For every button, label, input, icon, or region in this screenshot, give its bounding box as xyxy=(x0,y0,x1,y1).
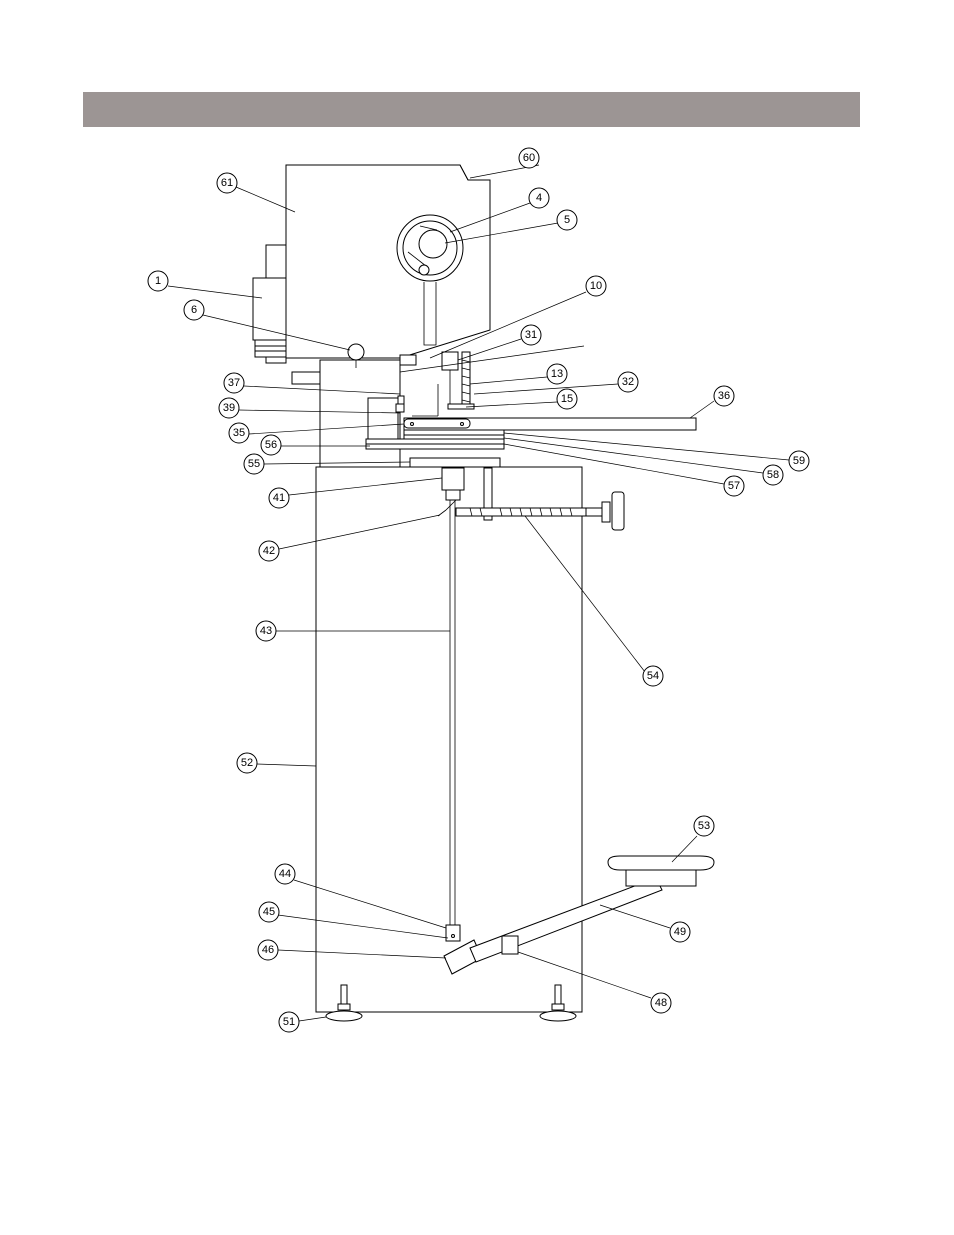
svg-text:58: 58 xyxy=(767,469,779,481)
svg-text:46: 46 xyxy=(262,944,274,956)
callout-37: 37 xyxy=(223,372,245,394)
svg-text:36: 36 xyxy=(718,390,730,402)
svg-text:6: 6 xyxy=(191,304,197,316)
callout-43: 43 xyxy=(255,620,277,642)
callout-5: 5 xyxy=(556,209,578,231)
callout-55: 55 xyxy=(243,453,265,475)
callout-41: 41 xyxy=(268,487,290,509)
svg-text:44: 44 xyxy=(279,868,291,880)
callout-42: 42 xyxy=(258,540,280,562)
svg-text:31: 31 xyxy=(525,329,537,341)
svg-text:1: 1 xyxy=(155,275,161,287)
head-housing xyxy=(285,164,491,366)
svg-text:41: 41 xyxy=(273,492,285,504)
fence-bracket xyxy=(367,395,405,441)
callout-60: 60 xyxy=(518,147,540,169)
svg-text:35: 35 xyxy=(233,427,245,439)
svg-text:53: 53 xyxy=(698,820,710,832)
callout-10: 10 xyxy=(585,275,607,297)
callout-56: 56 xyxy=(260,434,282,456)
foot-pedal xyxy=(469,855,715,963)
callout-44: 44 xyxy=(274,863,296,885)
header-bar xyxy=(83,92,860,127)
callout-46: 46 xyxy=(257,939,279,961)
callout-39: 39 xyxy=(218,397,240,419)
vertical-rod xyxy=(449,500,456,925)
callout-61: 61 xyxy=(216,172,238,194)
svg-text:39: 39 xyxy=(223,402,235,414)
callout-58: 58 xyxy=(762,464,784,486)
svg-text:43: 43 xyxy=(260,625,272,637)
handwheel xyxy=(396,214,464,282)
spindle-assembly xyxy=(412,351,475,417)
svg-text:5: 5 xyxy=(564,214,570,226)
cabinet xyxy=(315,466,583,1013)
svg-text:51: 51 xyxy=(283,1016,295,1028)
callout-32: 32 xyxy=(617,371,639,393)
callout-54: 54 xyxy=(642,665,664,687)
machine-drawing xyxy=(252,164,715,1022)
svg-text:13: 13 xyxy=(551,368,563,380)
callout-31: 31 xyxy=(520,324,542,346)
svg-text:42: 42 xyxy=(263,545,275,557)
svg-text:49: 49 xyxy=(674,926,686,938)
callout-13: 13 xyxy=(546,363,568,385)
callout-59: 59 xyxy=(788,450,810,472)
callout-4: 4 xyxy=(528,187,550,209)
svg-text:10: 10 xyxy=(590,280,602,292)
svg-text:60: 60 xyxy=(523,152,535,164)
callout-15: 15 xyxy=(556,388,578,410)
callout-1: 1 xyxy=(147,270,169,292)
work-table xyxy=(403,417,697,431)
callout-49: 49 xyxy=(669,921,691,943)
svg-text:59: 59 xyxy=(793,455,805,467)
leveling-feet xyxy=(325,984,577,1022)
lever-knob xyxy=(347,343,365,368)
callout-6: 6 xyxy=(183,299,205,321)
callout-45: 45 xyxy=(258,901,280,923)
upper-linkage xyxy=(437,467,465,517)
svg-text:55: 55 xyxy=(248,458,260,470)
callouts: 60 61 4 5 1 10 6 31 13 32 37 36 15 39 35… xyxy=(147,147,810,1033)
svg-text:56: 56 xyxy=(265,439,277,451)
svg-text:57: 57 xyxy=(728,480,740,492)
svg-text:45: 45 xyxy=(263,906,275,918)
callout-52: 52 xyxy=(236,752,258,774)
table-support xyxy=(365,429,505,468)
callout-53: 53 xyxy=(693,815,715,837)
callout-57: 57 xyxy=(723,475,745,497)
callout-36: 36 xyxy=(713,385,735,407)
svg-text:61: 61 xyxy=(221,177,233,189)
svg-text:54: 54 xyxy=(647,670,659,682)
svg-text:15: 15 xyxy=(561,393,573,405)
leader-lines xyxy=(167,164,790,1022)
svg-text:37: 37 xyxy=(228,377,240,389)
svg-text:48: 48 xyxy=(655,997,667,1009)
callout-35: 35 xyxy=(228,422,250,444)
lock-screw xyxy=(455,467,625,531)
callout-48: 48 xyxy=(650,992,672,1014)
svg-text:4: 4 xyxy=(536,192,542,204)
svg-text:52: 52 xyxy=(241,757,253,769)
callout-51: 51 xyxy=(278,1011,300,1033)
svg-text:32: 32 xyxy=(622,376,634,388)
